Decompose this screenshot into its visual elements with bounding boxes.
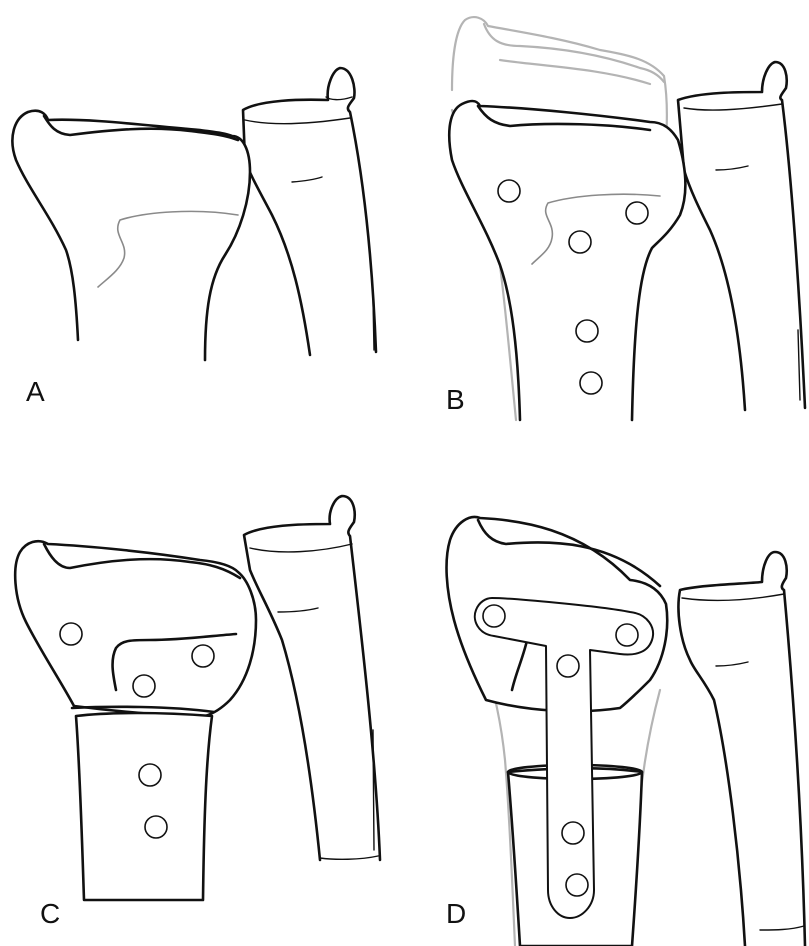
panel-c-drawing: [15, 496, 380, 900]
screw-hole: [498, 180, 520, 202]
screw-hole: [557, 655, 579, 677]
panel-a-drawing: [12, 68, 376, 360]
screw-hole: [566, 874, 588, 896]
radius-bone: [12, 111, 250, 360]
panel-d-drawing: [447, 517, 805, 946]
screw-hole: [60, 623, 82, 645]
screw-hole: [192, 645, 214, 667]
screw-hole: [483, 605, 505, 627]
panel-b-drawing: [449, 17, 805, 420]
screw-hole: [616, 624, 638, 646]
screw-hole: [576, 320, 598, 342]
panel-label-a: A: [26, 378, 45, 406]
radius-bone: [449, 101, 685, 420]
screw-hole: [569, 231, 591, 253]
screw-hole: [626, 202, 648, 224]
panel-label-c: C: [40, 900, 60, 928]
ulna-bone: [678, 62, 805, 410]
screw-hole: [139, 764, 161, 786]
ulna-bone: [678, 552, 805, 946]
screw-hole: [580, 372, 602, 394]
panel-label-d: D: [446, 900, 466, 928]
panel-label-b: B: [446, 386, 465, 414]
screw-hole: [562, 822, 584, 844]
screw-hole: [133, 675, 155, 697]
screw-hole: [145, 816, 167, 838]
ulna-bone: [243, 68, 376, 355]
radius-shaft: [76, 713, 212, 900]
